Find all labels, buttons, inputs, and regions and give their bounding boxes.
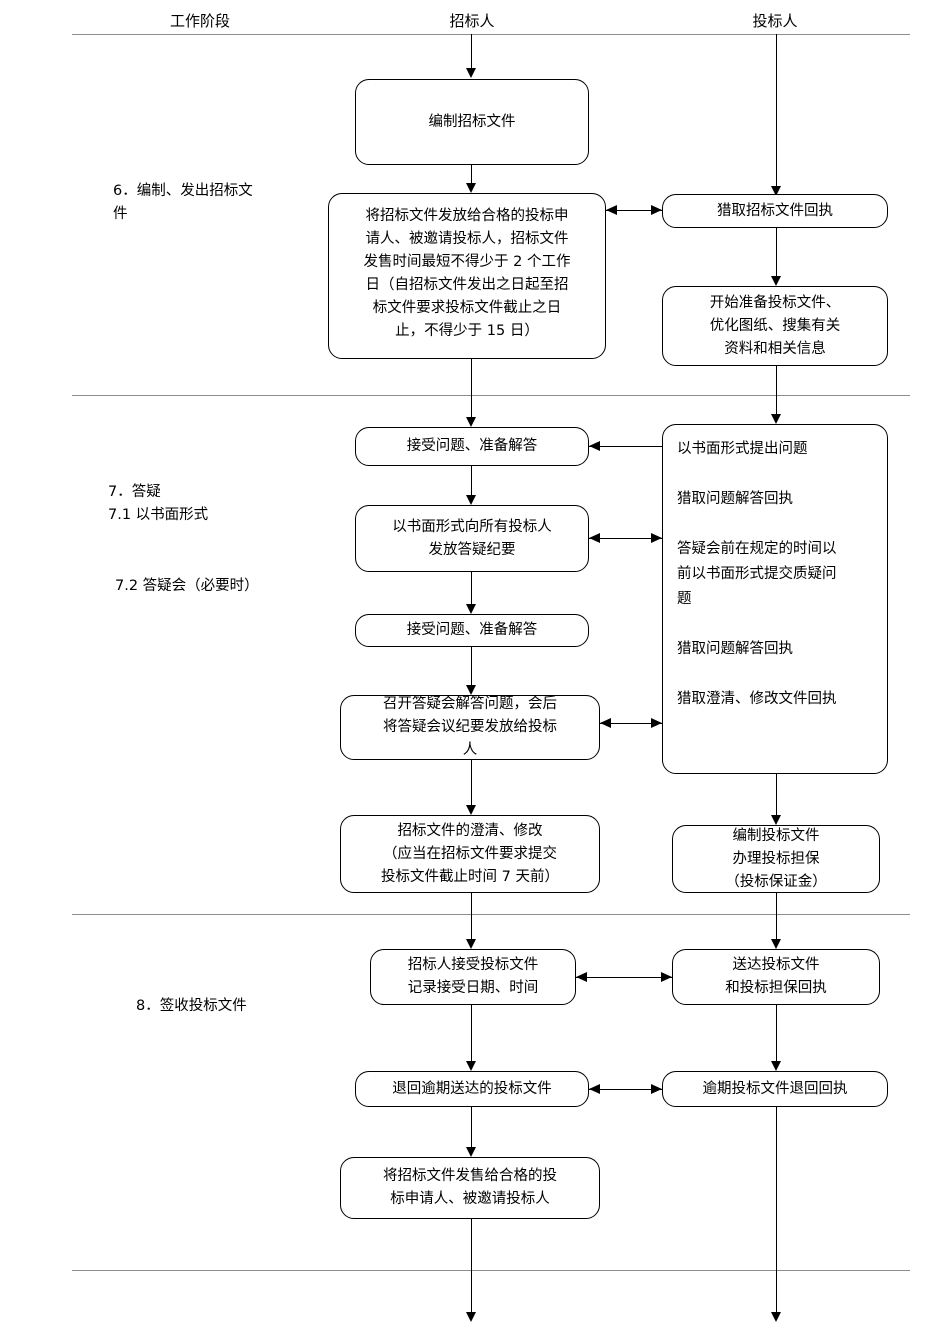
box-text: 召开答疑会解答问题，会后 将答疑会议纪要发放给投标 人	[383, 696, 557, 758]
connector-b13-b12	[576, 977, 672, 978]
box-prepare-bid-materials: 开始准备投标文件、 优化图纸、搜集有关 资料和相关信息	[662, 286, 888, 366]
box-prepare-bid-and-guarantee: 编制投标文件 办理投标担保 （投标保证金）	[672, 825, 880, 893]
arrow-b5-b6	[466, 495, 476, 505]
arrow-b11-b13	[771, 939, 781, 949]
connector-b10-b6	[589, 538, 662, 539]
arrow-b15-b14-right	[651, 1084, 662, 1094]
box-text: 以书面形式向所有投标人 发放答疑纪要	[392, 518, 552, 558]
connector-b3-b4	[776, 228, 777, 278]
box-prepare-tender-documents: 编制招标文件	[355, 79, 589, 165]
box-obtain-tender-receipt: 猎取招标文件回执	[662, 194, 888, 228]
connector-b15-b14	[589, 1089, 662, 1090]
box-text: 编制招标文件	[428, 113, 516, 130]
box-text: 猎取招标文件回执	[717, 202, 833, 219]
separator-stage-7-8	[72, 914, 910, 915]
connector-entry-middle	[471, 34, 472, 70]
arrow-entry-middle	[466, 68, 476, 78]
box-issue-qa-minutes: 以书面形式向所有投标人 发放答疑纪要	[355, 505, 589, 572]
separator-header	[72, 34, 910, 35]
connector-b5-b6	[471, 466, 472, 497]
box-return-late-bid-documents: 退回逾期送达的投标文件	[355, 1071, 589, 1107]
arrow-b3-b4	[771, 276, 781, 286]
arrow-b1-b2	[466, 183, 476, 193]
arrow-b10-b6-left	[589, 533, 600, 543]
box-deliver-bid-documents: 送达投标文件 和投标担保回执	[672, 949, 880, 1005]
box-text: 招标人接受投标文件 记录接受日期、时间	[407, 957, 539, 996]
separator-stage-6-7	[72, 395, 910, 396]
arrow-b14-b16	[466, 1147, 476, 1157]
arrow-b10-b8-right	[651, 718, 662, 728]
stage-label-7-2: 7.2 答疑会（必要时）	[115, 578, 259, 594]
connector-right-exit	[776, 1107, 777, 1314]
arrow-b10-b5	[589, 441, 600, 451]
connector-b1-b2	[471, 165, 472, 185]
arrow-b4-b10	[771, 414, 781, 424]
arrow-b2-b3-left	[606, 205, 617, 215]
box-sell-tender-documents: 将招标文件发售给合格的投 标申请人、被邀请投标人	[340, 1157, 600, 1219]
connector-b10-b11	[776, 774, 777, 817]
box-text: 以书面形式提出问题 猎取问题解答回执 答疑会前在规定的时间以 前以书面形式提交质…	[677, 441, 837, 707]
arrow-b8-b9	[466, 805, 476, 815]
connector-b13-b15	[776, 1005, 777, 1063]
box-late-bid-return-receipt: 逾期投标文件退回回执	[662, 1071, 888, 1107]
arrow-b9-b12	[466, 939, 476, 949]
box-text: 将招标文件发放给合格的投标申 请人、被邀请投标人，招标文件 发售时间最短不得少于…	[363, 208, 571, 339]
connector-b10-b5	[589, 446, 662, 447]
connector-b8-b9	[471, 760, 472, 807]
arrow-b6-b7	[466, 604, 476, 614]
arrow-b10-b11	[771, 815, 781, 825]
column-header-bidder: 投标人	[752, 12, 798, 30]
arrow-b10-b6-right	[651, 533, 662, 543]
arrow-entry-right	[771, 186, 781, 196]
stage-label-7: 7．答疑 7.1 以书面形式	[108, 484, 209, 523]
box-text: 编制投标文件 办理投标担保 （投标保证金）	[725, 827, 827, 890]
column-header-work-stage: 工作阶段	[169, 12, 230, 30]
connector-b2-b3	[606, 210, 662, 211]
connector-b14-b16	[471, 1107, 472, 1149]
box-text: 逾期投标文件退回回执	[702, 1080, 848, 1097]
column-header-tenderee: 招标人	[449, 12, 495, 30]
arrow-b13-b15	[771, 1061, 781, 1071]
arrow-right-exit	[771, 1312, 781, 1322]
box-text: 开始准备投标文件、 优化图纸、搜集有关 资料和相关信息	[709, 294, 841, 357]
arrow-middle-exit	[466, 1312, 476, 1322]
box-receive-questions-1: 接受问题、准备解答	[355, 427, 589, 466]
box-receive-bid-documents: 招标人接受投标文件 记录接受日期、时间	[370, 949, 576, 1005]
arrow-b13-b12-right	[661, 972, 672, 982]
box-hold-qa-meeting: 召开答疑会解答问题，会后 将答疑会议纪要发放给投标 人	[340, 695, 600, 760]
connector-b2-b5	[471, 359, 472, 419]
connector-b6-b7	[471, 572, 472, 606]
connector-entry-right	[776, 34, 777, 190]
box-text: 送达投标文件 和投标担保回执	[725, 957, 827, 996]
arrow-b13-b12-left	[576, 972, 587, 982]
connector-b7-b8	[471, 647, 472, 687]
arrow-b2-b3-right	[651, 205, 662, 215]
box-issue-tender-documents: 将招标文件发放给合格的投标申 请人、被邀请投标人，招标文件 发售时间最短不得少于…	[328, 193, 606, 359]
connector-middle-exit	[471, 1219, 472, 1314]
stage-label-8: 8．签收投标文件	[136, 998, 247, 1014]
connector-b9-b12	[471, 893, 472, 941]
box-text: 接受问题、准备解答	[406, 622, 538, 638]
box-text: 退回逾期送达的投标文件	[392, 1080, 552, 1097]
arrow-b7-b8	[466, 685, 476, 695]
connector-b11-b13	[776, 893, 777, 941]
arrow-b2-b5	[466, 417, 476, 427]
box-receive-questions-2: 接受问题、准备解答	[355, 614, 589, 647]
arrow-b12-b14	[466, 1061, 476, 1071]
connector-b4-b10	[776, 366, 777, 416]
arrow-b15-b14-left	[589, 1084, 600, 1094]
connector-b12-b14	[471, 1005, 472, 1063]
box-text: 接受问题、准备解答	[406, 438, 538, 454]
stage-label-6: 6．编制、发出招标文 件	[113, 183, 253, 222]
box-text: 将招标文件发售给合格的投 标申请人、被邀请投标人	[383, 1168, 557, 1207]
arrow-b10-b8-left	[600, 718, 611, 728]
box-clarify-modify-documents: 招标文件的澄清、修改 （应当在招标文件要求提交 投标文件截止时间 7 天前）	[340, 815, 600, 893]
connector-b10-b8	[600, 723, 662, 724]
box-bidder-questions-list: 以书面形式提出问题 猎取问题解答回执 答疑会前在规定的时间以 前以书面形式提交质…	[662, 424, 888, 774]
box-text: 招标文件的澄清、修改 （应当在招标文件要求提交 投标文件截止时间 7 天前）	[381, 822, 559, 885]
separator-stage-8-end	[72, 1270, 910, 1271]
